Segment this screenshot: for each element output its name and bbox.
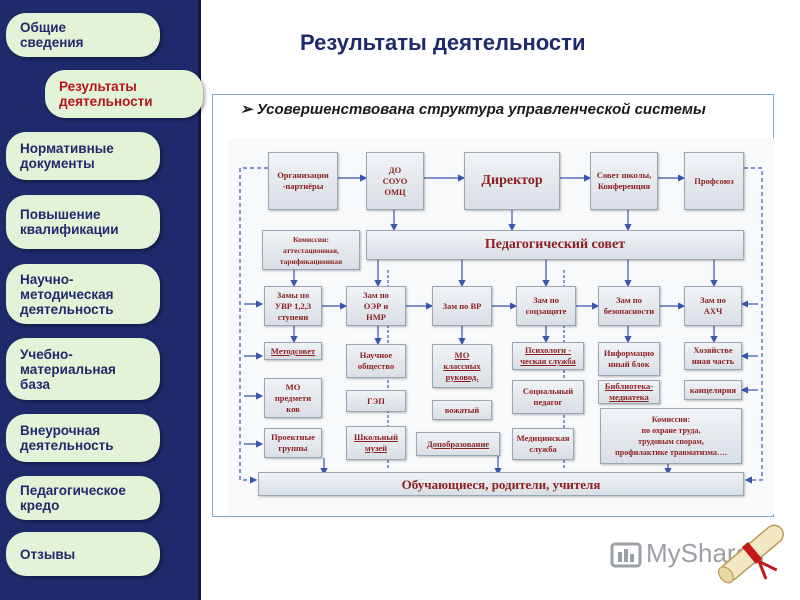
nav-label: Педагогическое кредо: [20, 483, 126, 513]
box-counselor: вожатый: [432, 400, 492, 420]
box-do-souo-omc: ДО СОУО ОМЦ: [366, 152, 424, 210]
box-ped-council: Педагогический совет: [366, 230, 744, 260]
bullet-arrow-icon: ➢: [240, 101, 257, 118]
box-mo-class: МО классных руковод.: [432, 344, 492, 388]
nav-label: Повышение квалификации: [20, 207, 119, 237]
box-psych-service: Психологи - ческая служба: [512, 342, 584, 370]
box-students-parents: Обучающиеся, родители, учителя: [258, 472, 744, 496]
nav-label: Внеурочная деятельность: [20, 423, 114, 453]
box-commissions-labor: Комиссии: по охране труда, трудовым спор…: [600, 408, 742, 464]
box-social-teacher: Социальный педагог: [512, 380, 584, 414]
org-structure-diagram: Организации -партнёры ДО СОУО ОМЦ Директ…: [228, 138, 774, 514]
nav-pedagogical-credo[interactable]: Педагогическое кредо: [6, 476, 160, 520]
scroll-ribbon-icon: [717, 524, 784, 584]
box-deputy-uvr: Замы по УВР 1,2,3 ступени: [264, 286, 322, 326]
box-office: канцелярия: [684, 380, 742, 400]
box-deputy-vr: Зам по ВР: [432, 286, 492, 326]
box-deputy-social: Зам по соцзащите: [516, 286, 576, 326]
bullet-text: ➢ Усовершенствована структура управленче…: [240, 100, 740, 138]
nav-general-info[interactable]: Общие сведения: [6, 13, 160, 57]
box-project-groups: Проектные группы: [264, 428, 322, 458]
box-library: Библиотека- медиатека: [598, 380, 660, 404]
bullet-label: Усовершенствована структура управленческ…: [256, 101, 706, 118]
box-info-block: Информацио нный блок: [598, 342, 660, 376]
nav-label: Отзывы: [20, 546, 76, 562]
nav-results[interactable]: Результаты деятельности: [45, 70, 203, 118]
myshared-logo-icon: [610, 542, 642, 568]
box-deputy-ahch: Зам по АХЧ: [684, 286, 742, 326]
box-medical-service: Медицинская служба: [512, 428, 574, 460]
box-gep: ГЭП: [346, 390, 406, 412]
box-extra-education: Допобразование: [416, 432, 500, 456]
box-org-partners: Организации -партнёры: [268, 152, 338, 210]
nav-label: Результаты деятельности: [59, 79, 153, 109]
box-school-museum: Школьный музей: [346, 426, 406, 460]
nav-scientific-method[interactable]: Научно- методическая деятельность: [6, 264, 160, 324]
nav-qualification[interactable]: Повышение квалификации: [6, 195, 160, 249]
nav-material-base[interactable]: Учебно- материальная база: [6, 338, 160, 400]
nav-reviews[interactable]: Отзывы: [6, 532, 160, 576]
box-commissions-attest: Комиссии: аттестационная, тарификационна…: [262, 230, 360, 270]
box-household: Хозяйстве нная часть: [684, 342, 742, 370]
nav-label: Нормативные документы: [20, 141, 114, 171]
box-deputy-oer: Зам по ОЭР и НМР: [346, 286, 406, 326]
box-director: Директор: [464, 152, 560, 210]
nav-extracurricular[interactable]: Внеурочная деятельность: [6, 414, 160, 462]
page-title: Результаты деятельности: [300, 30, 586, 55]
nav-label: Научно- методическая деятельность: [20, 271, 114, 317]
box-school-council: Совет школы, Конференция: [590, 152, 658, 210]
nav-normative-docs[interactable]: Нормативные документы: [6, 132, 160, 180]
box-method-council: Методсовет: [264, 342, 322, 360]
box-sci-society: Научное общество: [346, 344, 406, 378]
nav-label: Общие сведения: [20, 20, 84, 50]
box-mo-subject: МО предмети ков: [264, 378, 322, 418]
box-deputy-safety: Зам по безопасности: [598, 286, 660, 326]
nav-label: Учебно- материальная база: [20, 346, 116, 392]
box-union: Профсоюз: [684, 152, 744, 210]
